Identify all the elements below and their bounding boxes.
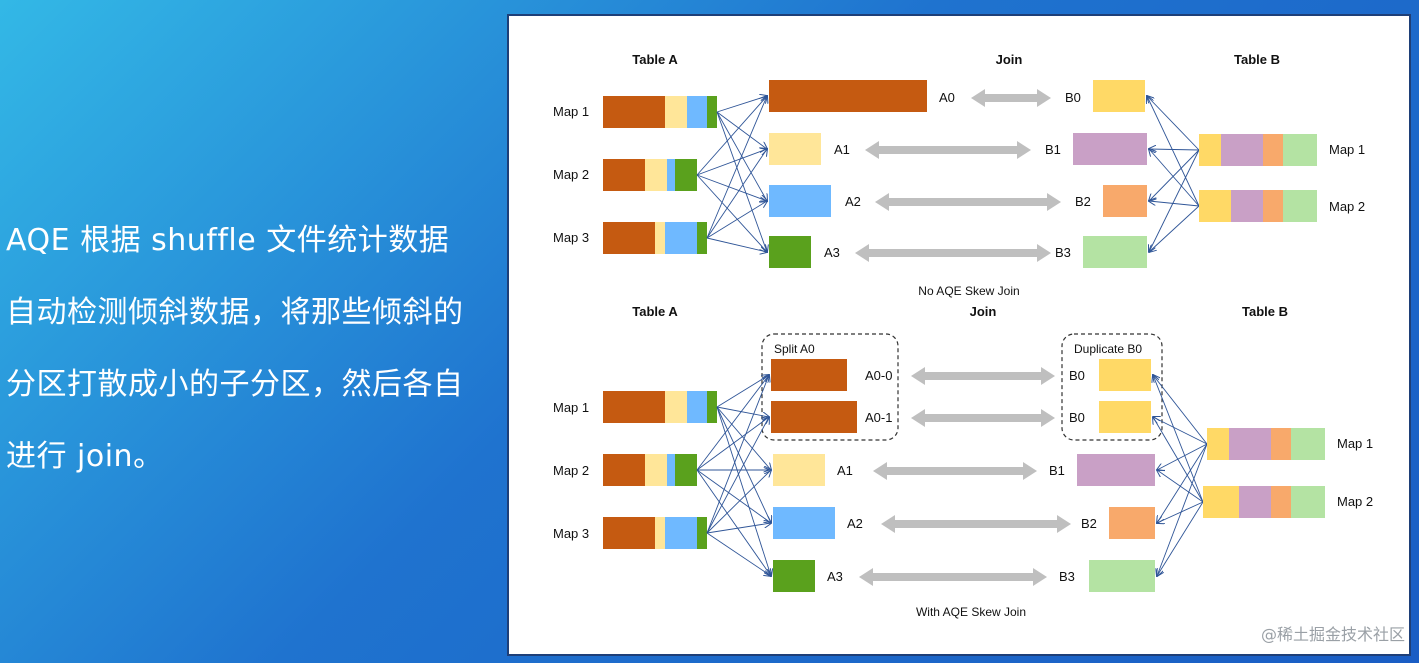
- top-partition-b0: [1093, 80, 1145, 112]
- bottom-table-a-label: Table A: [632, 304, 678, 319]
- top-footer-caption: No AQE Skew Join: [918, 284, 1019, 298]
- description-text: AQE 根据 shuffle 文件统计数据自动检测倾斜数据，将那些倾斜的分区打散…: [6, 223, 464, 474]
- dup-b0-2-label: B0: [1069, 410, 1085, 425]
- bottom-map-a-1-label: Map 1: [553, 400, 589, 415]
- top-partition-a1: [769, 133, 821, 165]
- top-map-a-1-label: Map 1: [553, 104, 589, 119]
- bottom-partition-a2: [773, 507, 835, 539]
- top-map-b-2-bar: [1199, 190, 1317, 222]
- top-partition-a0: [769, 80, 927, 112]
- bottom-map-a-2-label: Map 2: [553, 463, 589, 478]
- sub-partition-a0-1-label: A0-1: [865, 410, 892, 425]
- top-partition-b1: [1073, 133, 1147, 165]
- top-map-b-1-bar: [1199, 134, 1317, 166]
- top-join-arrows: [855, 89, 1061, 262]
- top-table-a-label: Table A: [632, 52, 678, 67]
- bottom-map-b-2-bar: [1203, 486, 1325, 518]
- top-partition-b1-label: B1: [1045, 142, 1061, 157]
- top-partition-a1-label: A1: [834, 142, 850, 157]
- top-table-b-label: Table B: [1234, 52, 1280, 67]
- bottom-partition-a2-label: A2: [847, 516, 863, 531]
- bottom-partition-a3-label: A3: [827, 569, 843, 584]
- top-partition-a2-label: A2: [845, 194, 861, 209]
- diagram-panel: Table A Join Table B Map 1 Map 2 Map 3: [507, 14, 1411, 656]
- top-partition-b0-label: B0: [1065, 90, 1081, 105]
- bottom-map-a-3-label: Map 3: [553, 526, 589, 541]
- top-shuffle-edges-a: [696, 96, 767, 252]
- bottom-join-label: Join: [970, 304, 997, 319]
- dup-b0-2: [1099, 401, 1151, 433]
- bottom-map-b-1-bar: [1207, 428, 1325, 460]
- bottom-map-a-1-bar: [603, 391, 717, 423]
- bottom-partition-b2-label: B2: [1081, 516, 1097, 531]
- bottom-shuffle-edges-a: [696, 375, 771, 576]
- top-map-a-2-bar: [603, 159, 697, 191]
- bottom-partition-a1-label: A1: [837, 463, 853, 478]
- top-partition-b2-label: B2: [1075, 194, 1091, 209]
- top-shuffle-edges-b: [1147, 96, 1200, 252]
- top-partition-a3-label: A3: [824, 245, 840, 260]
- bottom-partition-b1-label: B1: [1049, 463, 1065, 478]
- skew-join-diagram: Table A Join Table B Map 1 Map 2 Map 3: [553, 52, 1373, 619]
- bottom-partition-a3: [773, 560, 815, 592]
- bottom-partition-b2: [1109, 507, 1155, 539]
- bottom-shuffle-edges-b: [1153, 375, 1208, 576]
- dup-b0-1: [1099, 359, 1151, 391]
- top-map-b-1-label: Map 1: [1329, 142, 1365, 157]
- split-a0-label: Split A0: [774, 342, 815, 356]
- bottom-map-b-1-label: Map 1: [1337, 436, 1373, 451]
- top-partition-b3-label: B3: [1055, 245, 1071, 260]
- top-partition-a0-label: A0: [939, 90, 955, 105]
- top-partition-a2: [769, 185, 831, 217]
- top-partition-b2: [1103, 185, 1147, 217]
- bottom-footer-caption: With AQE Skew Join: [916, 605, 1026, 619]
- top-partition-a3: [769, 236, 811, 268]
- top-map-a-3-label: Map 3: [553, 230, 589, 245]
- top-map-a-3-bar: [603, 222, 707, 254]
- bottom-partition-a1: [773, 454, 825, 486]
- bottom-partition-b1: [1077, 454, 1155, 486]
- bottom-map-b-2-label: Map 2: [1337, 494, 1373, 509]
- bottom-table-b-label: Table B: [1242, 304, 1288, 319]
- site-watermark: @稀土掘金技术社区: [1260, 625, 1405, 644]
- bottom-join-arrows: [859, 367, 1071, 586]
- top-partition-b3: [1083, 236, 1147, 268]
- bottom-map-a-3-bar: [603, 517, 707, 549]
- dup-b0-1-label: B0: [1069, 368, 1085, 383]
- top-map-b-2-label: Map 2: [1329, 199, 1365, 214]
- top-map-a-1-bar: [603, 96, 717, 128]
- split-a0-box: [761, 333, 899, 441]
- sub-partition-a0-0-label: A0-0: [865, 368, 892, 383]
- sub-partition-a0-1: [771, 401, 857, 433]
- duplicate-b0-label: Duplicate B0: [1074, 342, 1142, 356]
- top-map-a-2-label: Map 2: [553, 167, 589, 182]
- bottom-map-a-2-bar: [603, 454, 697, 486]
- bottom-partition-b3: [1089, 560, 1155, 592]
- top-join-label: Join: [996, 52, 1023, 67]
- sub-partition-a0-0: [771, 359, 847, 391]
- bottom-partition-b3-label: B3: [1059, 569, 1075, 584]
